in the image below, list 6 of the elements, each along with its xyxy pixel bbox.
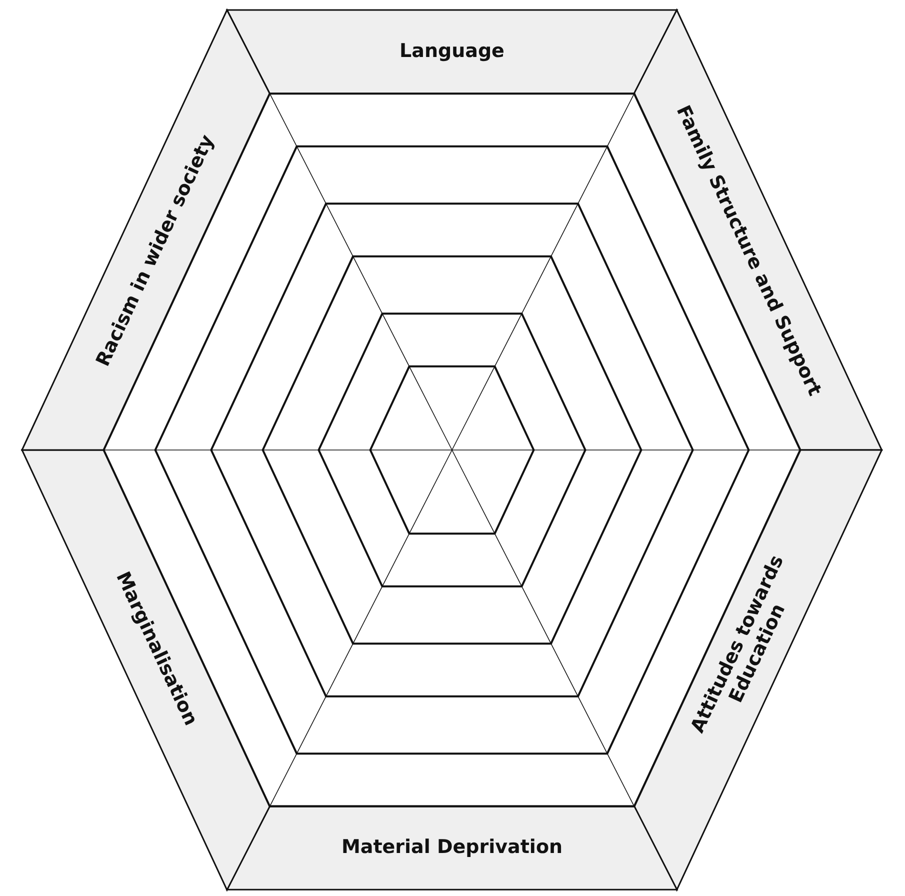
hexagon-band [634,450,882,890]
hexagon-band [22,450,270,890]
band-label: Language [398,40,506,63]
band-label: Material Deprivation [340,837,564,860]
hexagon-band [22,10,270,450]
hexagon-band [634,10,882,450]
